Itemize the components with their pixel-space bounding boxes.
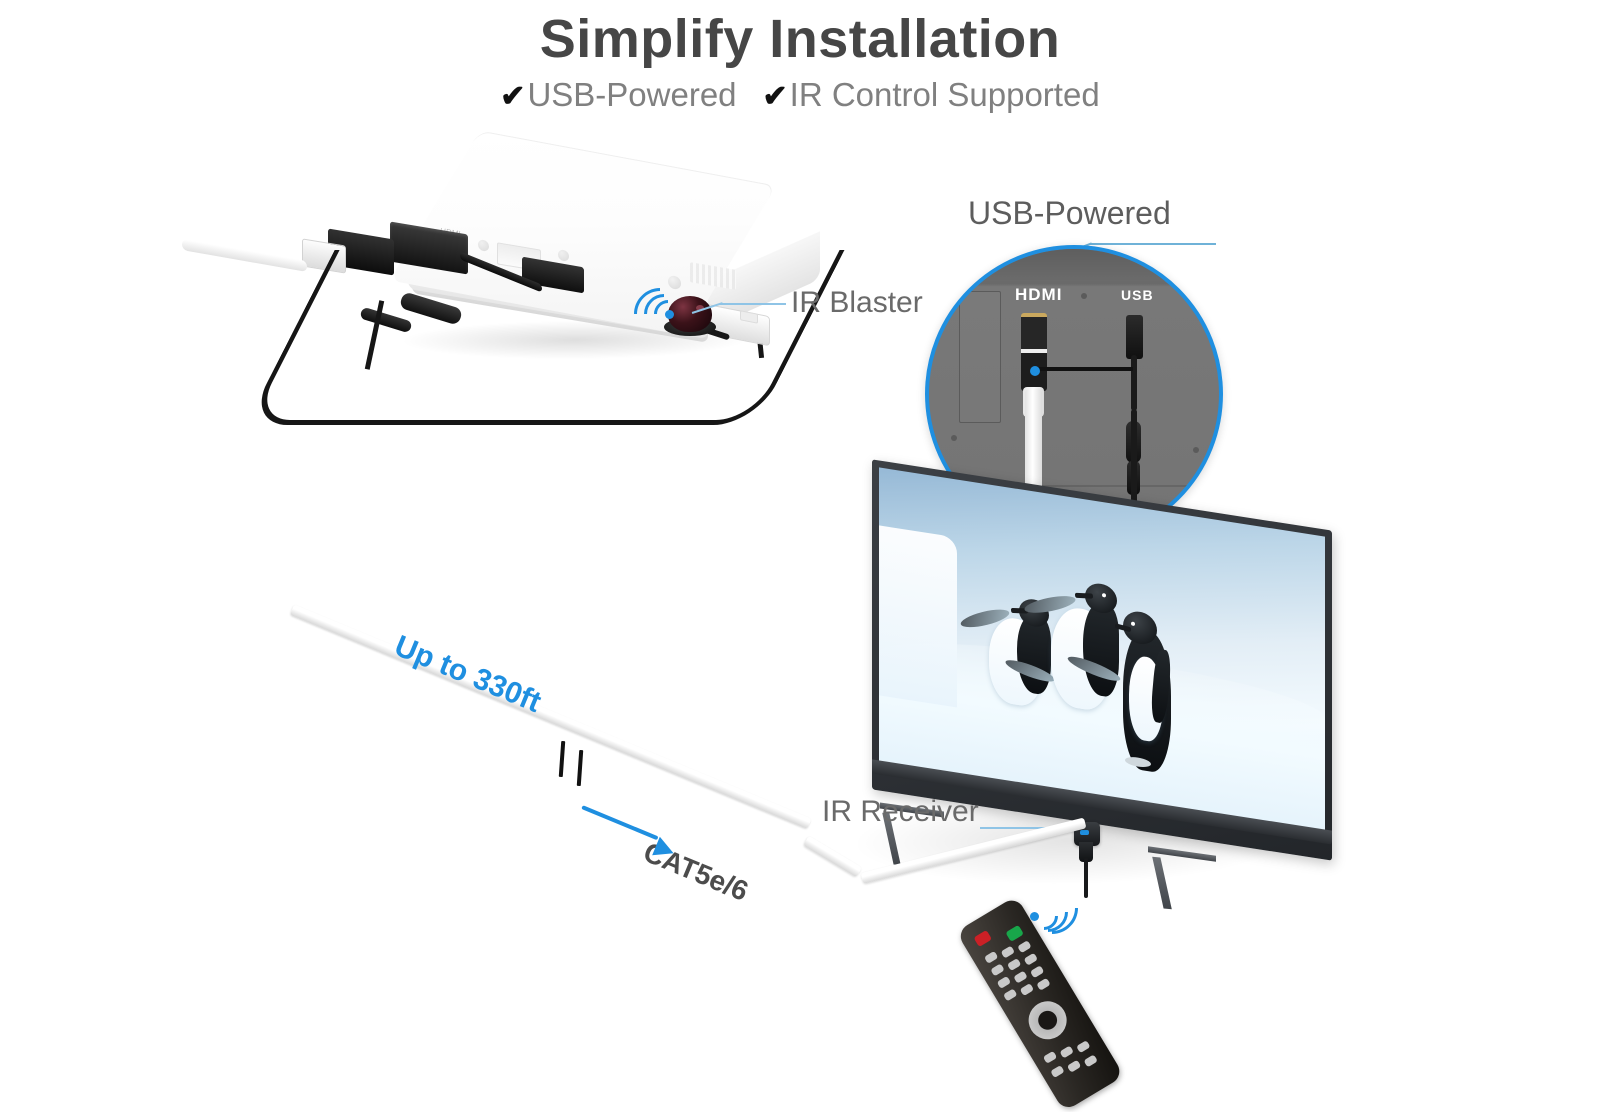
tv-panel-top-edge — [929, 249, 1219, 281]
check-icon: ✔ — [500, 80, 526, 113]
label-ir-receiver: IR Receiver — [822, 795, 979, 828]
feature-ir-control: IR Control Supported — [789, 76, 1100, 113]
panel-screw — [1191, 297, 1197, 303]
usb-power-wire — [1037, 367, 1133, 371]
page-title: Simplify Installation — [539, 9, 1061, 69]
feature-usb-powered: USB-Powered — [527, 76, 737, 113]
hdmi-connector — [1021, 313, 1047, 391]
screen-ice-berg — [879, 523, 957, 708]
ir-signal-waves-icon — [623, 277, 697, 351]
penguin-right — [1101, 606, 1221, 795]
ir-blaster-highlight — [696, 305, 704, 311]
direction-arrow-line — [581, 805, 659, 841]
ir-receiver-led — [1080, 830, 1089, 835]
usb-connector — [1126, 315, 1143, 359]
ethernet-cable-white — [182, 238, 307, 273]
ir-signal-waves-icon — [1015, 871, 1089, 945]
label-ir-blaster: IR Blaster — [791, 286, 923, 319]
tv-back-panel-recess — [959, 291, 1001, 423]
check-icon: ✔ — [762, 80, 788, 113]
usb-cable-upper — [1131, 355, 1137, 411]
usb-cable-lower — [1131, 409, 1137, 539]
infographic-canvas: Simplify Installation ✔USB-Powered✔IR Co… — [0, 9, 1600, 1112]
panel-screw — [1193, 447, 1199, 453]
ir-receiver-clip — [1079, 842, 1093, 862]
panel-seam — [929, 485, 1219, 487]
cable-break-mark — [576, 749, 584, 787]
cable-break-mark — [558, 740, 566, 778]
usb-port-label: USB — [1121, 287, 1154, 303]
panel-screw — [1081, 293, 1087, 299]
panel-screw — [951, 435, 957, 441]
cat5e-cable-run — [289, 604, 812, 829]
ir-receiver-wire — [1084, 858, 1088, 898]
ir-blaster-dome — [668, 296, 712, 332]
label-usb-powered: USB-Powered — [968, 195, 1171, 231]
feature-list: ✔USB-Powered✔IR Control Supported — [0, 76, 1600, 114]
panel-screw — [947, 289, 953, 295]
leader-anchor-node — [1030, 366, 1040, 376]
label-cable-length: Up to 330ft — [389, 629, 546, 720]
hdmi-port-label: HDMI — [1015, 285, 1063, 304]
